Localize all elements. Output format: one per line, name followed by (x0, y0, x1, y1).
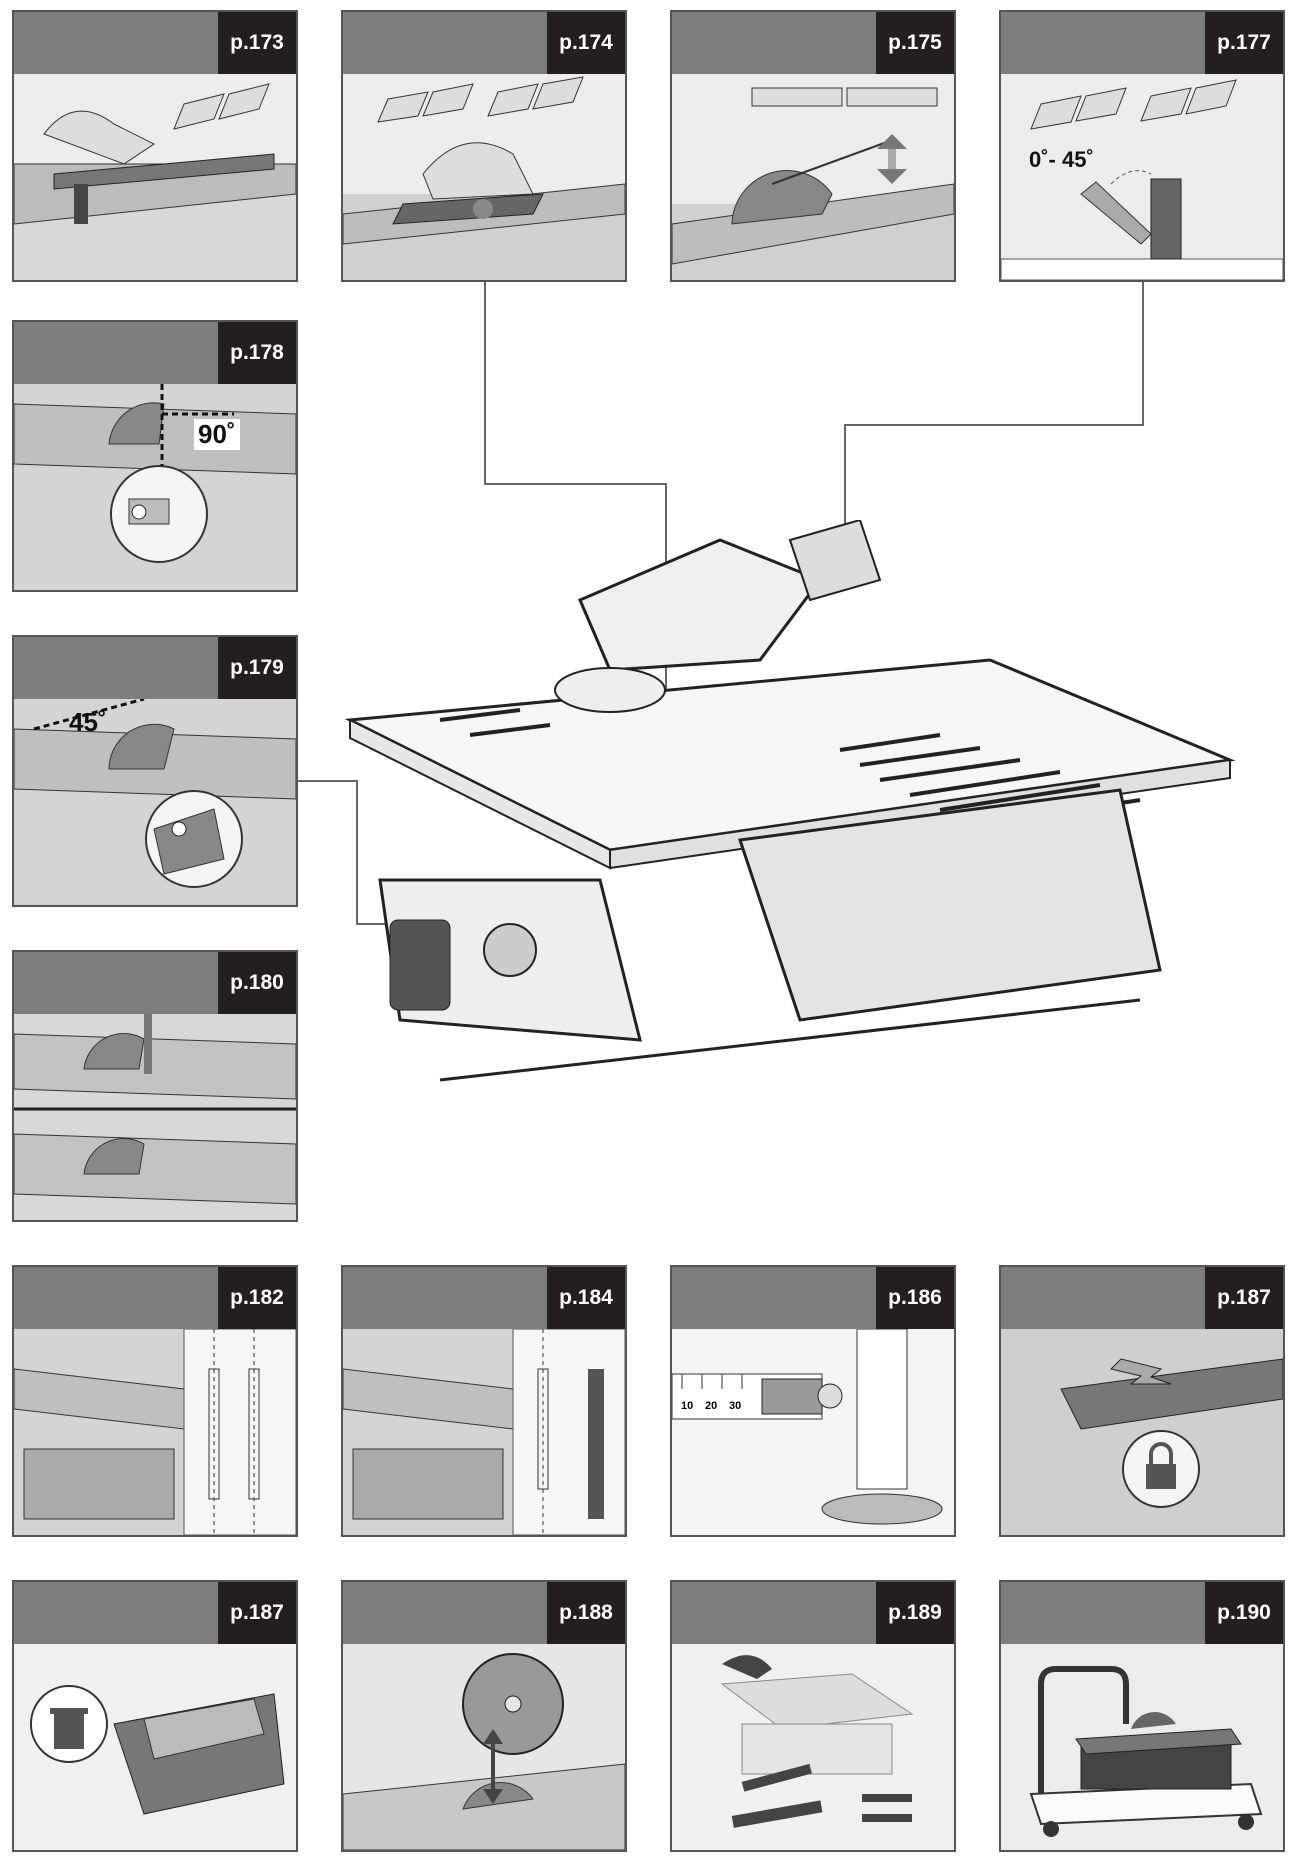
riving-knife-illustration (14, 1014, 296, 1220)
page-tag: p.175 (876, 12, 954, 74)
fence-storage-illustration (343, 1329, 625, 1535)
scale-mark-10: 10 (681, 1400, 694, 1412)
page-tag: p.188 (547, 1582, 625, 1644)
accessories-illustration (672, 1644, 954, 1850)
panel-p184[interactable]: p.184 (341, 1265, 627, 1537)
panel-p188[interactable]: p.188 (341, 1580, 627, 1852)
panel-p187-dust[interactable]: p.187 (12, 1580, 298, 1852)
panel-p179[interactable]: p.179 45˚ (12, 635, 298, 907)
panel-p186[interactable]: p.186 10 20 30 (670, 1265, 956, 1537)
panel-p182[interactable]: p.182 (12, 1265, 298, 1537)
page-tag: p.173 (218, 12, 296, 74)
page-tag: p.179 (218, 637, 296, 699)
fence-lock-illustration (1001, 1329, 1283, 1535)
cart-transport-illustration (1001, 1644, 1283, 1850)
page-tag: p.177 (1205, 12, 1283, 74)
panel-p178[interactable]: p.178 90˚ (12, 320, 298, 592)
page-tag: p.178 (218, 322, 296, 384)
dust-tray-illustration (14, 1644, 296, 1850)
page-tag: p.186 (876, 1267, 954, 1329)
page-tag: p.187 (1205, 1267, 1283, 1329)
page-tag: p.184 (547, 1267, 625, 1329)
page-tag: p.180 (218, 952, 296, 1014)
page-tag: p.182 (218, 1267, 296, 1329)
blade-change-illustration (343, 1644, 625, 1850)
bevel-45-label: 45˚ (69, 707, 107, 737)
panel-p189[interactable]: p.189 (670, 1580, 956, 1852)
bevel-45-illustration (14, 699, 296, 905)
bevel-cut-illustration (1001, 79, 1283, 280)
panel-p175[interactable]: p.175 (670, 10, 956, 282)
panel-p187-lock[interactable]: p.187 (999, 1265, 1285, 1537)
page-tag: p.174 (547, 12, 625, 74)
page-tag: p.187 (218, 1582, 296, 1644)
page-tag: p.190 (1205, 1582, 1283, 1644)
blade-height-illustration (672, 87, 954, 280)
table-saw-main-illustration (344, 520, 1236, 1082)
storage-illustration (14, 1329, 296, 1535)
blade-squaring-illustration (14, 384, 296, 590)
panel-p174[interactable]: p.174 (341, 10, 627, 282)
panel-p173[interactable]: p.173 (12, 10, 298, 282)
page-tag: p.189 (876, 1582, 954, 1644)
bevel-angle-label: 0˚- 45˚ (1029, 147, 1094, 172)
panel-p190[interactable]: p.190 (999, 1580, 1285, 1852)
scale-mark-30: 30 (729, 1400, 742, 1412)
miter-gauge-illustration (343, 76, 625, 280)
square-angle-label: 90˚ (194, 419, 240, 450)
rip-fence-illustration (14, 83, 296, 280)
fence-scale-illustration (672, 1329, 954, 1535)
panel-p177[interactable]: p.177 0˚- 45˚ (999, 10, 1285, 282)
scale-mark-20: 20 (705, 1400, 718, 1412)
panel-p180[interactable]: p.180 (12, 950, 298, 1222)
